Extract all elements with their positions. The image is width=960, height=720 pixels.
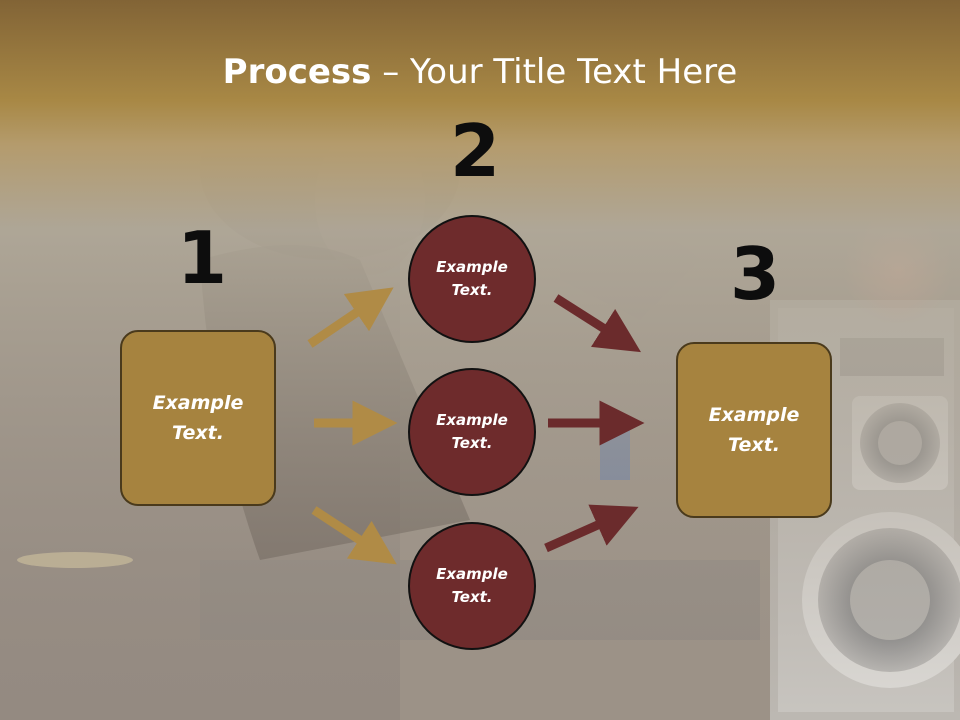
step-number-1: 1 — [177, 216, 228, 300]
circle-top-text: Example Text. — [436, 258, 508, 299]
circle-middle-text: Example Text. — [436, 411, 508, 452]
slide-title: Process – Your Title Text Here — [0, 52, 960, 92]
step-number-3: 3 — [730, 232, 781, 316]
circle-bottom-text: Example Text. — [436, 565, 508, 606]
step-number-2: 2 — [450, 109, 501, 193]
title-dash: – — [371, 52, 411, 92]
arrow-top-to-right — [553, 294, 641, 353]
process-circle-middle: Example Text. — [408, 368, 536, 496]
left-process-box: Example Text. — [120, 330, 276, 506]
title-bold: Process — [222, 52, 372, 92]
process-circle-top: Example Text. — [408, 215, 536, 343]
arrow-left-to-top — [307, 287, 394, 348]
arrow-bottom-to-right — [544, 504, 639, 553]
right-box-text: Example Text. — [708, 404, 800, 456]
title-rest: Your Title Text Here — [410, 52, 738, 92]
right-process-box: Example Text. — [676, 342, 832, 518]
process-circle-bottom: Example Text. — [408, 522, 536, 650]
arrow-left-to-bottom — [311, 506, 397, 565]
left-box-text: Example Text. — [152, 392, 244, 444]
